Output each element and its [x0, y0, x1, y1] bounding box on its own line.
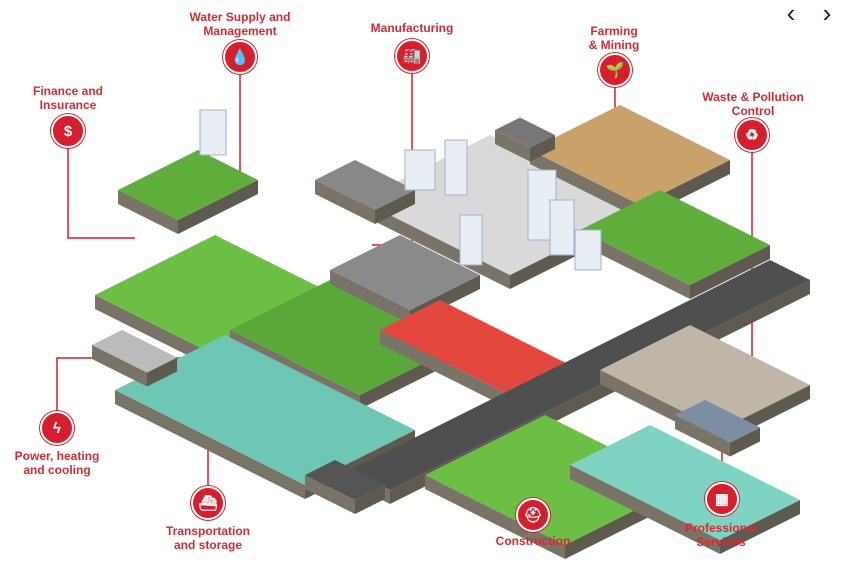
- tile-construction: [380, 300, 580, 400]
- hard-hat-icon[interactable]: ⛑: [516, 498, 550, 532]
- tile-highway: [350, 260, 810, 490]
- building: [199, 109, 227, 156]
- recycle-bin-icon[interactable]: ♻: [735, 118, 769, 152]
- tile-charging: [305, 475, 355, 514]
- label-line: Services: [696, 535, 746, 549]
- tile-power: [92, 330, 177, 373]
- tile-office: [730, 427, 760, 457]
- tile-farm: [580, 190, 770, 285]
- tile-lab: [375, 190, 415, 224]
- water-drop-icon[interactable]: 💧: [223, 40, 257, 74]
- tile-charging: [305, 460, 385, 500]
- tile-waste: [600, 325, 810, 430]
- tile-lab: [315, 180, 375, 224]
- label-line: Farming: [590, 24, 638, 38]
- building: [459, 214, 483, 266]
- label-line: Finance and: [32, 84, 104, 98]
- building: [574, 229, 602, 271]
- plant-icon[interactable]: 🌱: [598, 53, 632, 87]
- label-line: Insurance: [39, 98, 97, 112]
- tile-construction: [380, 330, 520, 414]
- tile-office: [675, 400, 760, 443]
- tile-wind-farm: [425, 415, 685, 545]
- lightning-icon[interactable]: ϟ: [40, 411, 74, 445]
- label-line: Water Supply and: [189, 10, 291, 24]
- sector-label-manufacturing: Manufacturing: [371, 21, 454, 35]
- tile-power: [147, 357, 177, 387]
- tile-wind-farm: [425, 475, 565, 559]
- tile-farm: [690, 245, 770, 299]
- label-line: Control: [731, 104, 775, 118]
- building: [404, 149, 436, 191]
- tile-beach: [720, 500, 800, 554]
- tile-factory: [330, 235, 480, 310]
- label-line: Professional: [684, 521, 758, 535]
- tile-power: [92, 345, 147, 387]
- label-line: & Mining: [588, 38, 640, 52]
- building: [444, 139, 468, 196]
- tile-antenna: [495, 117, 555, 148]
- factory-icon[interactable]: 🏭: [395, 39, 429, 73]
- building: [549, 199, 575, 256]
- tile-harbor: [115, 335, 415, 485]
- tile-finance: [118, 150, 258, 220]
- ship-icon[interactable]: ⛴: [191, 486, 225, 520]
- label-line: Transportation: [165, 524, 251, 538]
- calculator-icon[interactable]: ▦: [705, 482, 739, 516]
- label-line: Construction: [495, 534, 571, 548]
- tile-farm: [580, 230, 690, 299]
- sector-label-construction: Construction: [496, 534, 571, 548]
- sector-label-farming: Farming& Mining: [589, 24, 640, 52]
- label-line: Management: [203, 24, 277, 38]
- tile-antenna: [495, 130, 530, 162]
- tile-finance: [118, 190, 178, 234]
- next-arrow-button[interactable]: ›: [822, 0, 832, 28]
- tile-harbor: [115, 390, 305, 499]
- label-line: and cooling: [23, 463, 91, 477]
- tile-mining: [530, 105, 730, 205]
- tile-forest: [230, 275, 470, 395]
- tile-factory: [330, 270, 410, 324]
- tile-beach: [570, 425, 800, 540]
- tile-antenna: [530, 135, 555, 162]
- tile-charging: [355, 485, 385, 514]
- tile-office: [675, 415, 730, 457]
- tile-finance: [178, 180, 258, 234]
- tile-mining: [530, 150, 640, 219]
- dollar-coin-icon[interactable]: $: [51, 114, 85, 148]
- tile-beach: [570, 465, 720, 554]
- label-line: Waste & Pollution: [702, 90, 804, 104]
- tile-lab: [315, 160, 415, 210]
- previous-arrow-button[interactable]: ‹: [786, 0, 796, 28]
- tile-downtown: [360, 200, 510, 289]
- label-line: Power, heating: [14, 449, 100, 463]
- label-line: and storage: [173, 538, 243, 552]
- label-line: Manufacturing: [370, 21, 454, 35]
